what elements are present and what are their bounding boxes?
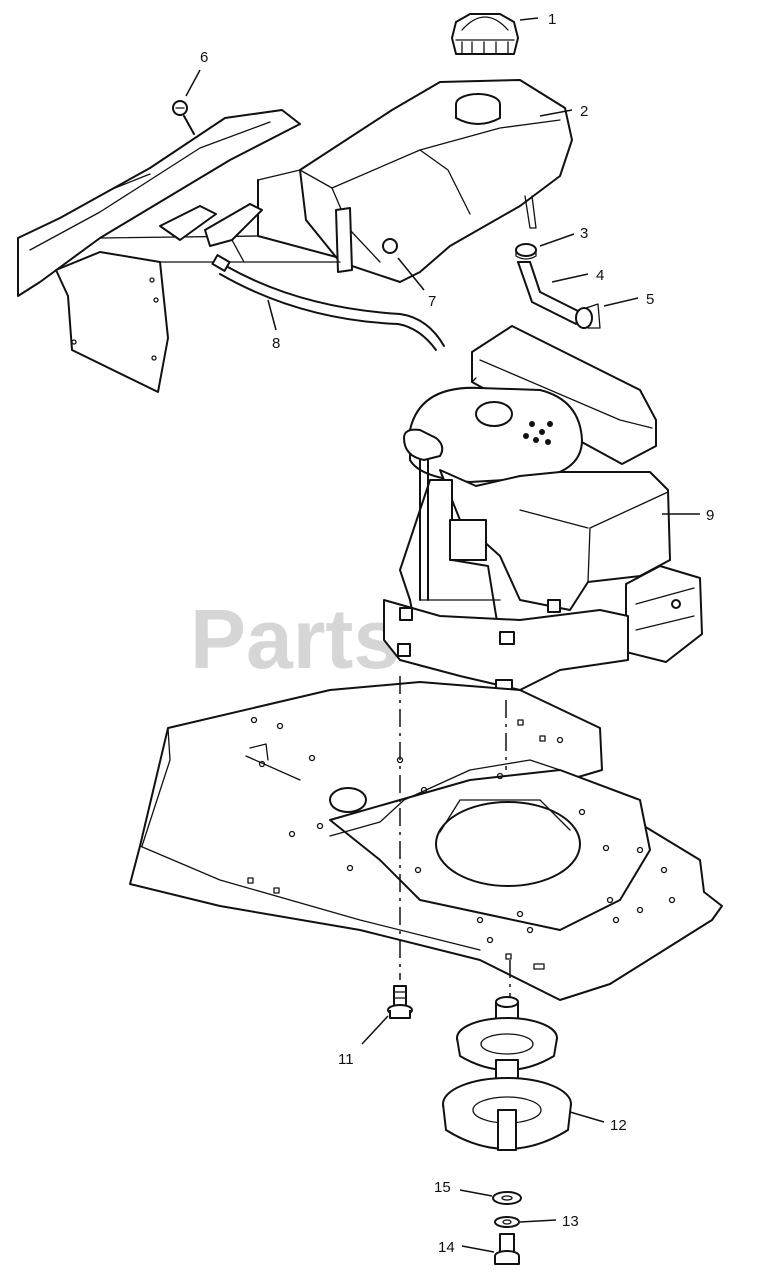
- svg-text:14: 14: [438, 1239, 455, 1256]
- callout-4[interactable]: 4: [551, 267, 604, 284]
- svg-text:5: 5: [646, 291, 654, 308]
- callout-7[interactable]: 7: [397, 257, 436, 310]
- engine-mount-bolt[interactable]: [387, 985, 413, 1019]
- svg-text:11: 11: [338, 1051, 354, 1068]
- fuel-shutoff-bracket[interactable]: [159, 203, 263, 263]
- hose-clamp-bottom[interactable]: [575, 303, 601, 329]
- nut-14[interactable]: [494, 1233, 520, 1265]
- svg-text:7: 7: [428, 293, 436, 310]
- callout-13[interactable]: 13: [519, 1213, 579, 1230]
- svg-text:9: 9: [706, 507, 714, 524]
- callout-3[interactable]: 3: [539, 225, 588, 247]
- fuel-hose[interactable]: [517, 261, 581, 325]
- svg-text:1: 1: [548, 11, 556, 28]
- callout-2[interactable]: 2: [539, 103, 588, 120]
- callout-6[interactable]: 6: [185, 49, 208, 97]
- engine[interactable]: [383, 325, 703, 701]
- svg-text:15: 15: [434, 1179, 451, 1196]
- fuel-cap[interactable]: [451, 13, 519, 55]
- frame-deck[interactable]: [129, 681, 723, 1001]
- screw[interactable]: [172, 100, 195, 135]
- callout-11[interactable]: 11: [338, 1015, 389, 1068]
- callout-15[interactable]: 15: [434, 1179, 493, 1197]
- svg-text:12: 12: [610, 1117, 627, 1134]
- hose-clamp-top[interactable]: [515, 243, 537, 260]
- svg-text:3: 3: [580, 225, 588, 242]
- lock-washer-13[interactable]: [494, 1216, 520, 1228]
- svg-text:2: 2: [580, 103, 588, 120]
- callout-14[interactable]: 14: [438, 1239, 495, 1256]
- svg-text:4: 4: [596, 267, 604, 284]
- callout-5[interactable]: 5: [603, 291, 654, 308]
- washer-15[interactable]: [492, 1191, 522, 1205]
- svg-text:13: 13: [562, 1213, 579, 1230]
- callout-9[interactable]: 9: [662, 507, 714, 524]
- fuel-line[interactable]: [211, 254, 445, 351]
- svg-text:6: 6: [200, 49, 208, 66]
- engine-pulley[interactable]: [442, 996, 572, 1151]
- svg-text:8: 8: [272, 335, 280, 352]
- callout-12[interactable]: 12: [569, 1111, 627, 1134]
- callout-8[interactable]: 8: [267, 299, 280, 352]
- callout-1[interactable]: 1: [519, 11, 556, 28]
- dash-panel[interactable]: [17, 109, 341, 393]
